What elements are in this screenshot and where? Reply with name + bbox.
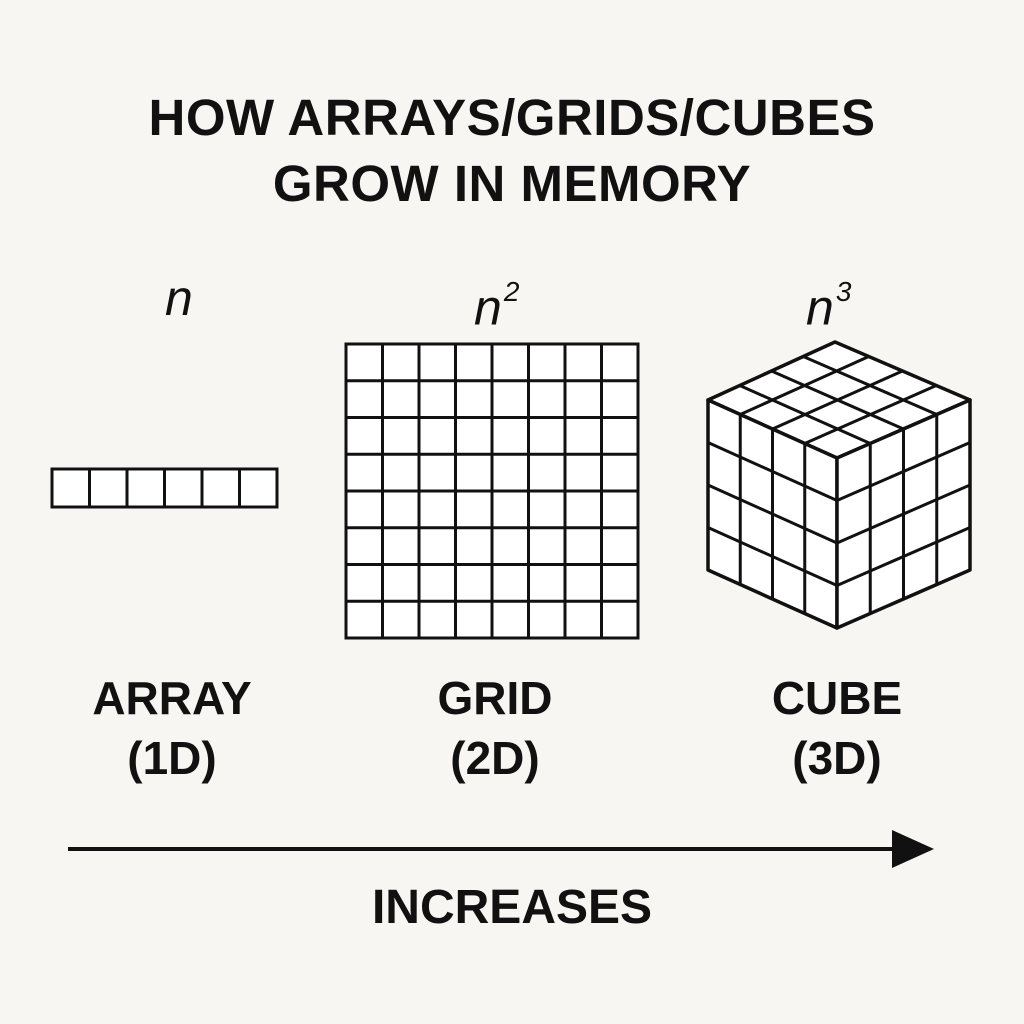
- array-complexity-base: n: [165, 270, 193, 326]
- cube-right-face-line: [836, 483, 971, 545]
- cube-top-face-line: [770, 369, 905, 431]
- grid-complexity-power: 2: [503, 276, 520, 307]
- cube-complexity-power: 3: [835, 276, 852, 307]
- cube-dimension: (3D): [792, 732, 882, 784]
- grid-2d-figure: [344, 342, 640, 640]
- cube-top-face-line: [739, 384, 871, 445]
- grid-complexity-base: n: [474, 279, 502, 336]
- cube-left-face-line: [707, 526, 838, 587]
- cube-caption: CUBE (3D): [687, 668, 987, 788]
- title-line-2: GROW IN MEMORY: [272, 155, 752, 212]
- cube-complexity-base: n: [806, 279, 834, 336]
- growth-arrow-head: [892, 830, 934, 868]
- grid-complexity-label: n2: [474, 268, 519, 338]
- grid-dimension: (2D): [450, 732, 540, 784]
- cube-3d-figure: [706, 340, 972, 630]
- array-name: ARRAY: [92, 672, 252, 724]
- grid-name: GRID: [437, 672, 553, 724]
- cube-name: CUBE: [771, 672, 903, 724]
- title-line-1: HOW ARRAYS/GRIDS/CUBES: [148, 89, 876, 146]
- array-caption: ARRAY (1D): [22, 668, 322, 788]
- grid-caption: GRID (2D): [345, 668, 645, 788]
- array-complexity-label: n: [165, 268, 193, 328]
- cube-top-face-line: [804, 384, 937, 445]
- array-dimension: (1D): [127, 732, 217, 784]
- cube-right-face-line: [836, 526, 971, 587]
- cube-complexity-label: n3: [806, 268, 851, 338]
- growth-arrow: [68, 830, 934, 868]
- array-1d-figure: [50, 467, 279, 509]
- cube-left-face-line: [707, 483, 838, 545]
- increases-label: INCREASES: [371, 881, 653, 934]
